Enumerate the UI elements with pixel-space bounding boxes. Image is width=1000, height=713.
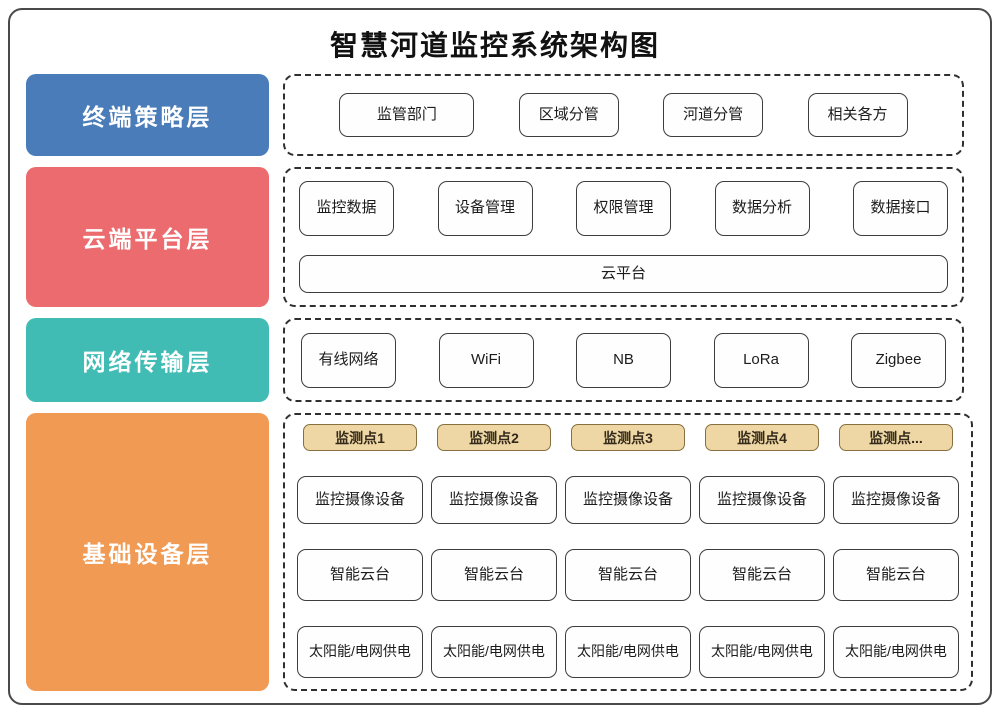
- layer-cloud-platform: 云端平台层 监控数据 设备管理 权限管理 数据分析 数据接口 云平台: [26, 167, 964, 307]
- layer-cloud-platform-panel: 监控数据 设备管理 权限管理 数据分析 数据接口 云平台: [283, 167, 964, 307]
- node-river-manager: 河道分管: [663, 93, 764, 137]
- layer-base-devices-label: 基础设备层: [26, 413, 269, 691]
- node-camera-device: 监控摄像设备: [297, 476, 423, 524]
- node-smart-gimbal: 智能云台: [565, 549, 691, 601]
- layer-base-devices: 基础设备层 监测点1 监控摄像设备 智能云台 太阳能/电网供电 监测点2 监控摄…: [26, 413, 973, 691]
- monitor-point-header: 监测点2: [437, 424, 551, 451]
- node-wifi: WiFi: [438, 332, 534, 388]
- layer-cloud-platform-label: 云端平台层: [26, 167, 269, 307]
- node-power-supply: 太阳能/电网供电: [297, 626, 423, 678]
- node-camera-device: 监控摄像设备: [431, 476, 557, 524]
- node-smart-gimbal: 智能云台: [699, 549, 825, 601]
- node-smart-gimbal: 智能云台: [297, 549, 423, 601]
- node-zigbee: Zigbee: [851, 332, 946, 388]
- cloud-modules-row: 监控数据 设备管理 权限管理 数据分析 数据接口: [299, 181, 948, 236]
- node-cloud-platform: 云平台: [299, 255, 948, 293]
- layer-network-transport-label: 网络传输层: [26, 318, 269, 402]
- node-regional-manager: 区域分管: [518, 93, 619, 137]
- node-permission-management: 权限管理: [576, 181, 671, 236]
- node-camera-device: 监控摄像设备: [699, 476, 825, 524]
- node-camera-device: 监控摄像设备: [833, 476, 959, 524]
- monitor-point-column: 监测点... 监控摄像设备 智能云台 太阳能/电网供电: [833, 424, 959, 678]
- node-supervision-department: 监管部门: [339, 93, 475, 137]
- layer-network-transport-panel: 有线网络 WiFi NB LoRa Zigbee: [283, 318, 964, 402]
- monitor-point-header: 监测点3: [571, 424, 685, 451]
- layer-terminal-strategy: 终端策略层 监管部门 区域分管 河道分管 相关各方: [26, 74, 964, 156]
- node-smart-gimbal: 智能云台: [833, 549, 959, 601]
- node-power-supply: 太阳能/电网供电: [431, 626, 557, 678]
- layer-network-transport: 网络传输层 有线网络 WiFi NB LoRa Zigbee: [26, 318, 964, 402]
- layer-terminal-strategy-label: 终端策略层: [26, 74, 269, 156]
- node-data-interface: 数据接口: [853, 181, 948, 236]
- node-power-supply: 太阳能/电网供电: [833, 626, 959, 678]
- page-title: 智慧河道监控系统架构图: [329, 30, 660, 61]
- node-nb: NB: [576, 332, 671, 388]
- monitor-point-header: 监测点...: [839, 424, 953, 451]
- node-camera-device: 监控摄像设备: [565, 476, 691, 524]
- node-power-supply: 太阳能/电网供电: [699, 626, 825, 678]
- node-device-management: 设备管理: [437, 181, 533, 236]
- node-power-supply: 太阳能/电网供电: [565, 626, 691, 678]
- node-monitoring-data: 监控数据: [299, 181, 394, 236]
- node-data-analysis: 数据分析: [714, 181, 810, 236]
- node-lora: LoRa: [713, 332, 809, 388]
- monitor-point-column: 监测点2 监控摄像设备 智能云台 太阳能/电网供电: [431, 424, 557, 678]
- monitor-point-column: 监测点1 监控摄像设备 智能云台 太阳能/电网供电: [297, 424, 423, 678]
- layer-base-devices-panel: 监测点1 监控摄像设备 智能云台 太阳能/电网供电 监测点2 监控摄像设备 智能…: [283, 413, 973, 691]
- node-related-parties: 相关各方: [807, 93, 908, 137]
- monitor-point-column: 监测点4 监控摄像设备 智能云台 太阳能/电网供电: [699, 424, 825, 678]
- monitor-point-column: 监测点3 监控摄像设备 智能云台 太阳能/电网供电: [565, 424, 691, 678]
- node-smart-gimbal: 智能云台: [431, 549, 557, 601]
- monitor-point-header: 监测点1: [303, 424, 417, 451]
- node-wired-network: 有线网络: [301, 332, 396, 388]
- monitor-point-header: 监测点4: [705, 424, 819, 451]
- architecture-diagram: 智慧河道监控系统架构图 终端策略层 监管部门 区域分管 河道分管 相关各方 云端…: [8, 8, 992, 705]
- layer-terminal-strategy-panel: 监管部门 区域分管 河道分管 相关各方: [283, 74, 964, 156]
